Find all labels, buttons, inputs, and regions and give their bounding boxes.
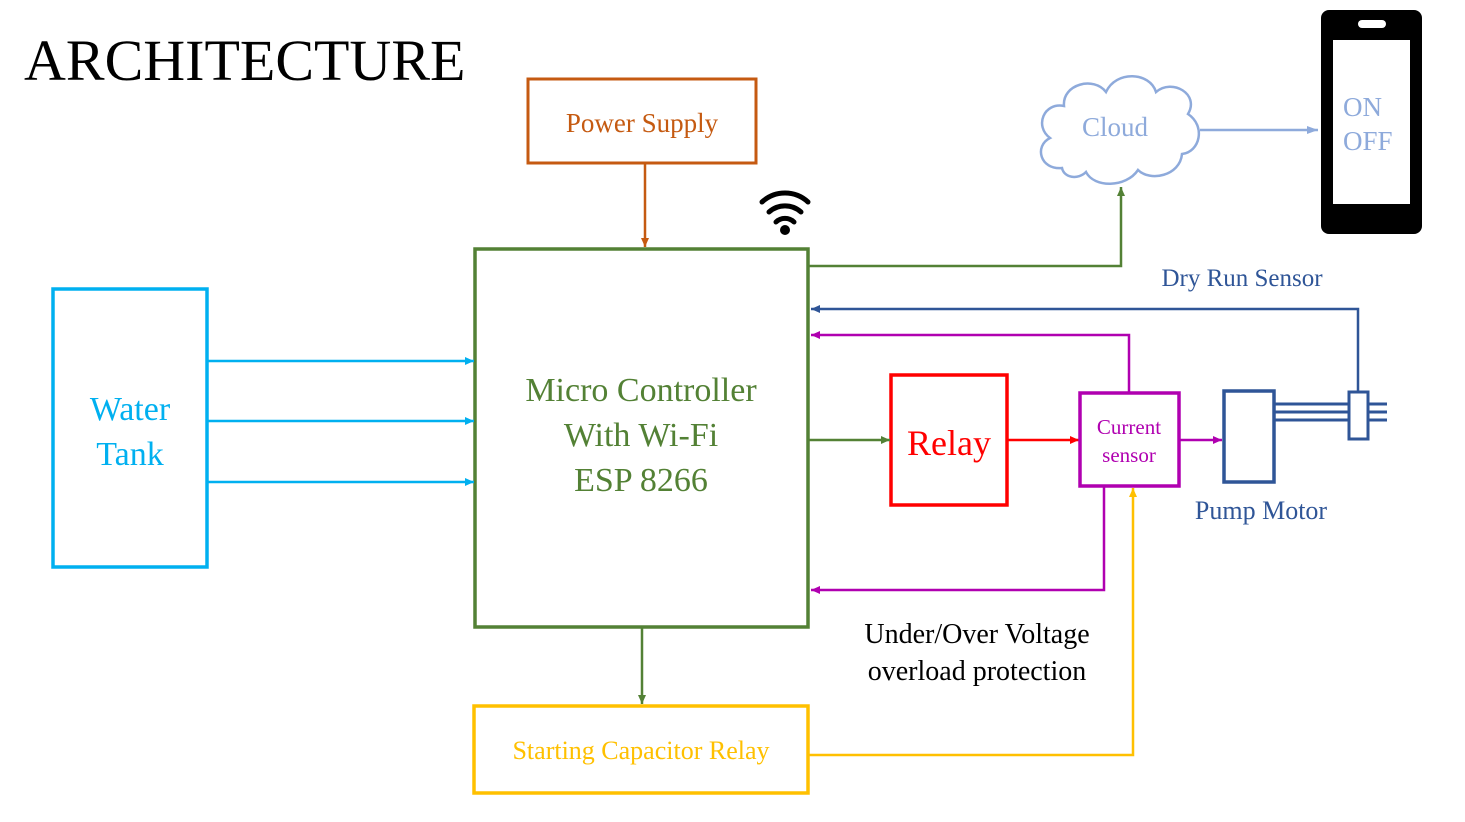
micro-controller-line-1: Micro Controller bbox=[525, 372, 757, 409]
protection-line-1: Under/Over Voltage bbox=[864, 619, 1089, 650]
pump-motor-label: Pump Motor bbox=[1195, 496, 1328, 525]
dry-run-sensor-label: Dry Run Sensor bbox=[1161, 265, 1323, 292]
current-sensor-line-1: Current bbox=[1097, 415, 1161, 439]
capacitor-to-sensor-arrow bbox=[808, 488, 1137, 757]
current-sensor-feedback-top bbox=[811, 331, 1131, 393]
relay-label: Relay bbox=[907, 423, 991, 463]
micro-controller-box bbox=[473, 247, 810, 629]
power-supply-label: Power Supply bbox=[566, 108, 719, 138]
starting-capacitor-relay-label: Starting Capacitor Relay bbox=[512, 736, 769, 765]
dry-run-sensor-probe bbox=[1347, 390, 1370, 441]
pump-motor-box bbox=[1222, 389, 1276, 484]
water-tank-line-2: Tank bbox=[96, 436, 164, 473]
water-tank-line-1: Water bbox=[90, 391, 171, 428]
power-supply-box bbox=[526, 77, 758, 165]
current-sensor-line-2: sensor bbox=[1102, 443, 1156, 467]
current-sensor-box bbox=[1078, 391, 1181, 488]
micro-controller-line-2: With Wi-Fi bbox=[564, 417, 718, 454]
phone-on-label[interactable]: ON bbox=[1343, 92, 1382, 122]
mcu-to-cloud-arrow bbox=[809, 187, 1125, 268]
wifi-icon bbox=[759, 190, 811, 235]
cloud-shape bbox=[1039, 75, 1201, 185]
micro-controller-line-3: ESP 8266 bbox=[574, 462, 708, 499]
water-tank-box bbox=[51, 287, 209, 569]
phone-icon bbox=[1321, 10, 1422, 234]
protection-line-2: overload protection bbox=[868, 656, 1086, 687]
current-sensor-feedback-bottom bbox=[811, 486, 1106, 594]
dry-run-feedback-arrow bbox=[811, 305, 1360, 392]
cloud-label: Cloud bbox=[1082, 112, 1149, 142]
page-title: ARCHITECTURE bbox=[24, 28, 465, 93]
starting-capacitor-relay-box bbox=[472, 704, 810, 795]
phone-off-label[interactable]: OFF bbox=[1343, 126, 1393, 156]
